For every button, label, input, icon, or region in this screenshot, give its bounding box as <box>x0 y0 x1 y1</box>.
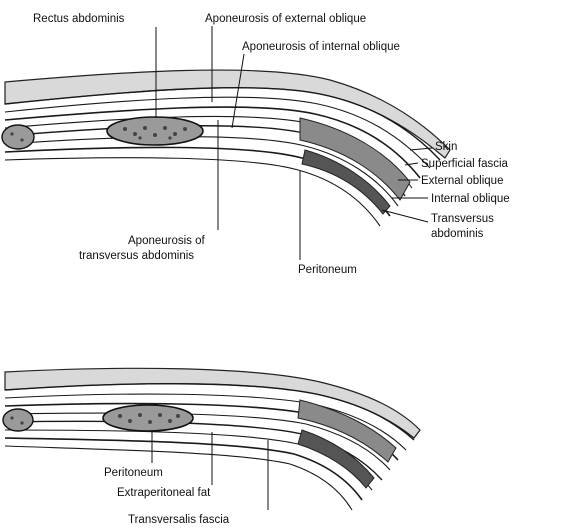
label-aponeurosis-transversus-line2: transversus abdominis <box>79 250 194 262</box>
label-superficial-fascia: Superficial fascia <box>421 158 509 170</box>
label-rectus-abdominis: Rectus abdominis <box>33 13 125 25</box>
label-external-oblique: External oblique <box>421 175 503 187</box>
label-aponeurosis-internal-oblique: Aponeurosis of internal oblique <box>242 41 400 53</box>
label-transversus-line1: Transversus <box>431 213 494 225</box>
upper-rectus-muscle-left <box>2 125 34 149</box>
upper-rectus-muscle <box>107 117 203 145</box>
lower-rectus-muscle-left <box>3 409 33 431</box>
upper-leader-lines <box>156 26 432 260</box>
label-skin: Skin <box>435 141 457 153</box>
label-aponeurosis-external-oblique: Aponeurosis of external oblique <box>205 13 366 25</box>
label-transversalis-fascia: Transversalis fascia <box>128 514 230 526</box>
label-transversus-line2: abdominis <box>431 228 484 240</box>
lower-rectus-muscle <box>103 405 193 431</box>
label-aponeurosis-transversus-line1: Aponeurosis of <box>128 235 206 247</box>
label-internal-oblique: Internal oblique <box>431 193 510 205</box>
label-peritoneum-upper: Peritoneum <box>298 264 357 276</box>
label-extraperitoneal-fat: Extraperitoneal fat <box>117 487 211 499</box>
label-peritoneum-lower: Peritoneum <box>104 467 163 479</box>
upper-cross-section <box>2 70 450 226</box>
